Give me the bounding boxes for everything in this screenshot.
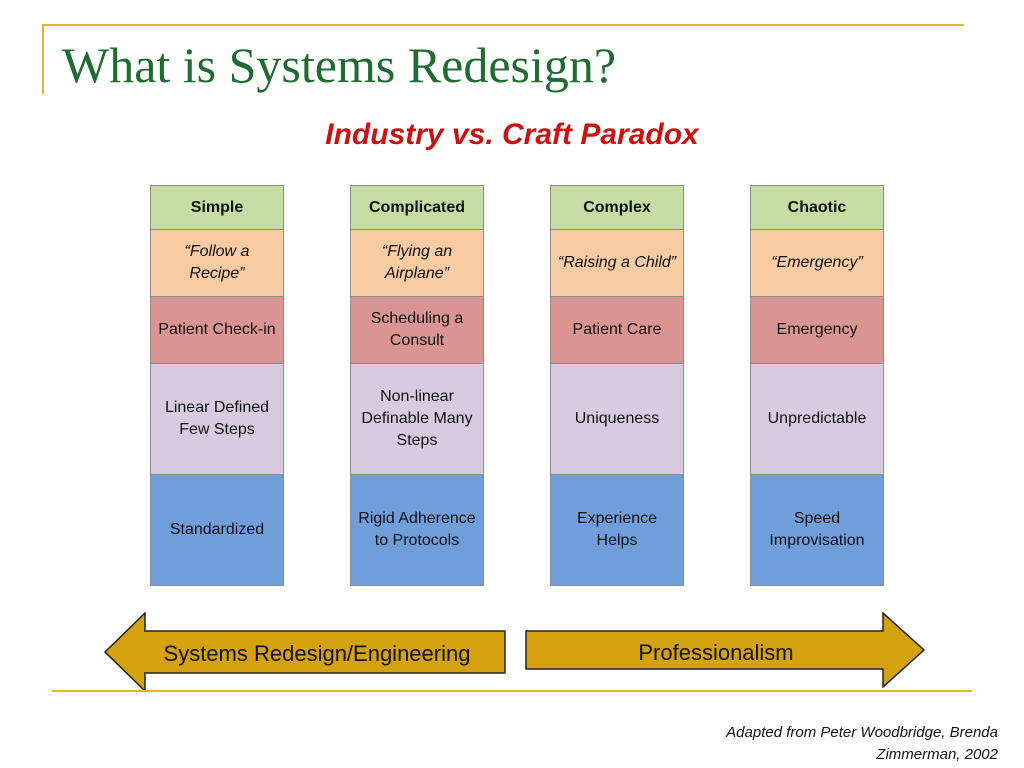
column-header: Complicated [350, 185, 484, 230]
column-nature: Unpredictable [750, 364, 884, 475]
column-header: Chaotic [750, 185, 884, 230]
column-quote: “Emergency” [750, 230, 884, 297]
column-example: Scheduling a Consult [350, 297, 484, 364]
citation: Adapted from Peter Woodbridge, Brenda Zi… [726, 724, 998, 763]
right-arrow-label: Professionalism [638, 640, 794, 665]
column-simple: Simple “Follow a Recipe” Patient Check-i… [150, 185, 284, 586]
column-header: Simple [150, 185, 284, 230]
column-complicated: Complicated “Flying an Airplane” Schedul… [350, 185, 484, 586]
column-approach: Rigid Adherence to Protocols [350, 475, 484, 586]
column-approach: Experience Helps [550, 475, 684, 586]
column-quote: “Raising a Child” [550, 230, 684, 297]
column-nature: Linear Defined Few Steps [150, 364, 284, 475]
column-approach: Standardized [150, 475, 284, 586]
column-nature: Non-linear Definable Many Steps [350, 364, 484, 475]
column-example: Patient Care [550, 297, 684, 364]
column-quote: “Follow a Recipe” [150, 230, 284, 297]
column-chaotic: Chaotic “Emergency” Emergency Unpredicta… [750, 185, 884, 586]
column-example: Patient Check-in [150, 297, 284, 364]
right-arrow-shape [525, 612, 925, 688]
column-complex: Complex “Raising a Child” Patient Care U… [550, 185, 684, 586]
slide-subtitle: Industry vs. Craft Paradox [325, 118, 699, 151]
column-header: Complex [550, 185, 684, 230]
frame-top-line [42, 24, 964, 26]
left-arrow-shape [104, 612, 506, 692]
column-quote: “Flying an Airplane” [350, 230, 484, 297]
column-approach: Speed Improvisation [750, 475, 884, 586]
column-example: Emergency [750, 297, 884, 364]
column-nature: Uniqueness [550, 364, 684, 475]
slide-title: What is Systems Redesign? [62, 37, 617, 93]
left-arrow-label: Systems Redesign/Engineering [163, 641, 471, 666]
frame-left-line [42, 24, 44, 94]
frame-bottom-line [52, 690, 972, 692]
